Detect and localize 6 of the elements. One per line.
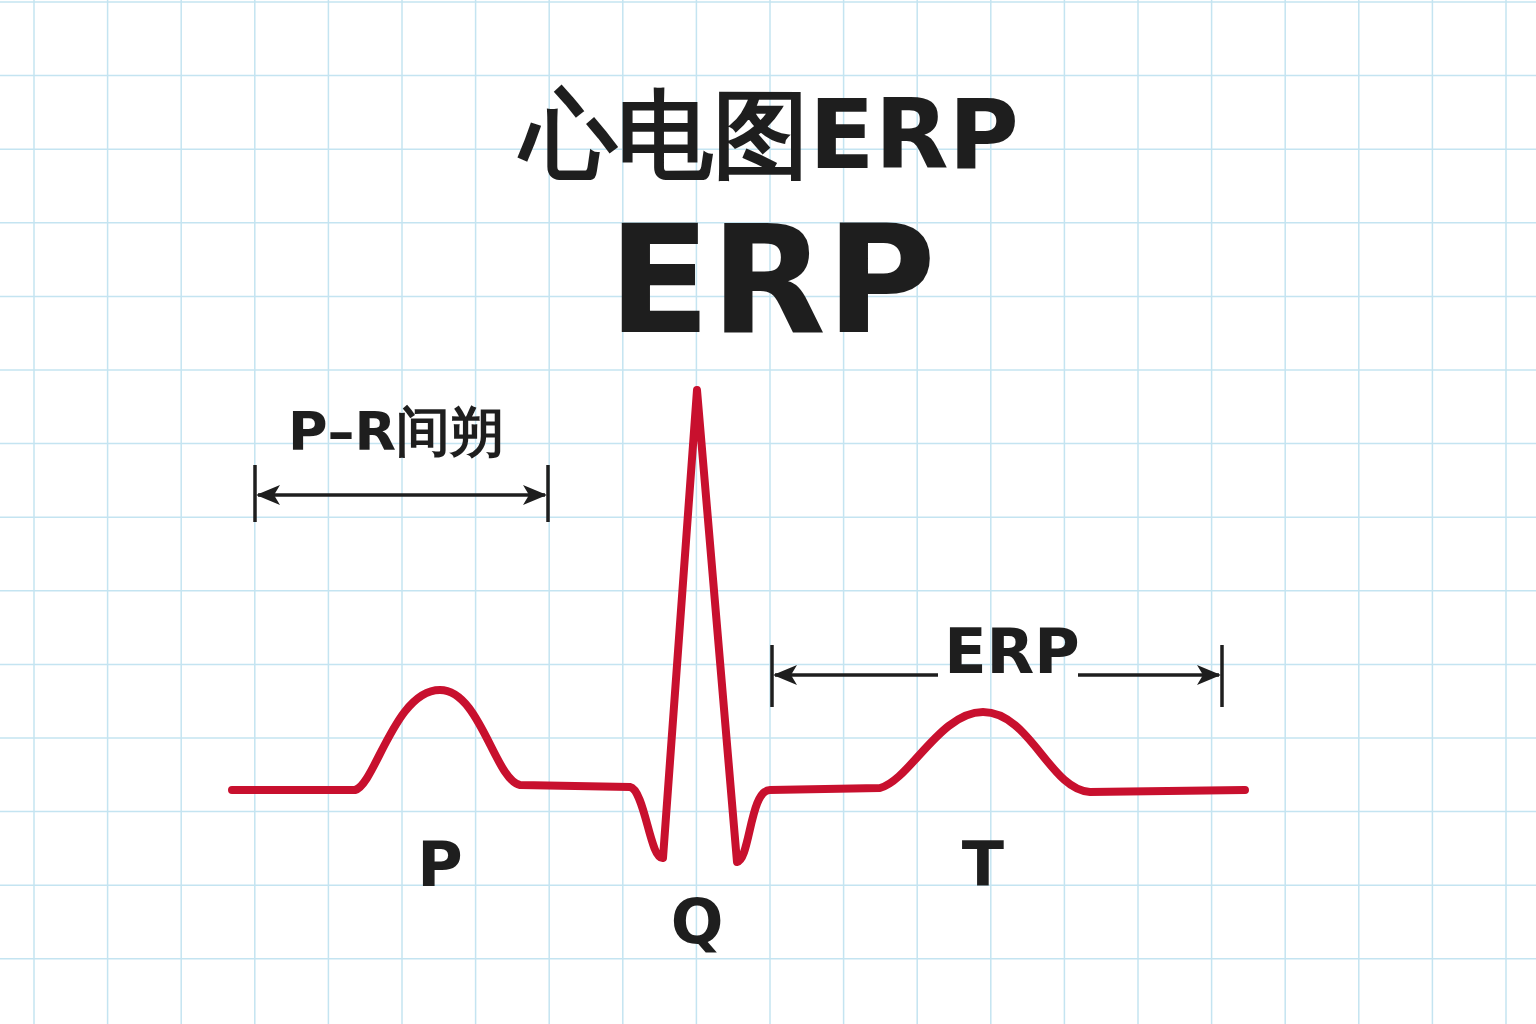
subtitle: ERP — [608, 205, 936, 355]
interval-label: P–R间朔 — [287, 405, 505, 459]
interval-label: ERP — [944, 621, 1080, 683]
wave-label: P — [417, 834, 463, 896]
wave-label: Q — [670, 891, 724, 953]
wave-label: T — [961, 834, 1005, 896]
